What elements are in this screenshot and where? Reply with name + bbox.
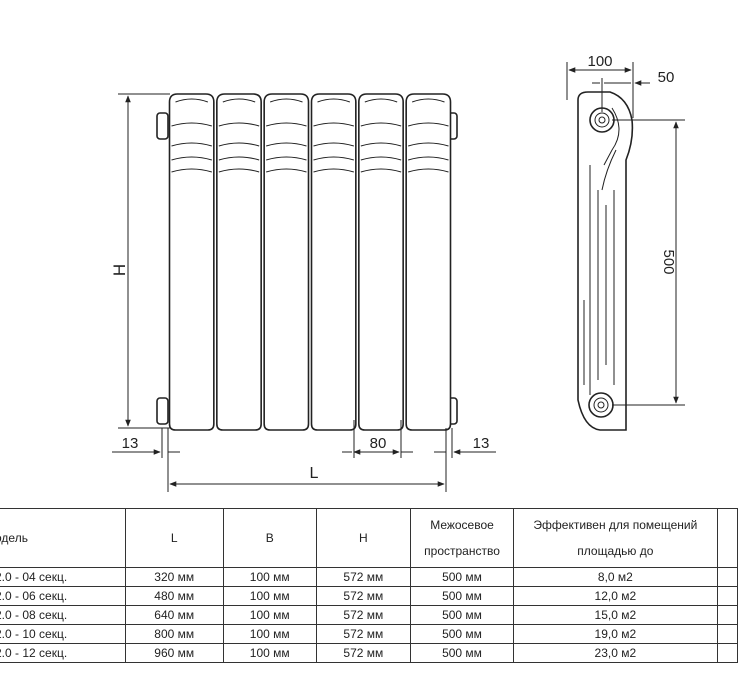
right-gap-dimension: 13	[434, 428, 496, 492]
header-model: одель	[0, 508, 126, 568]
section-width-dimension: 80	[342, 420, 413, 458]
axis-label: 500	[660, 249, 677, 274]
front-view	[156, 93, 458, 431]
bottom-port	[588, 392, 614, 418]
side-profile	[577, 91, 634, 431]
axis-dimension: 500	[612, 119, 685, 406]
radiator-section	[168, 93, 215, 431]
table-row: 2.0 - 04 секц. 320 мм 100 мм 572 мм 500 …	[0, 567, 739, 587]
radiator-section	[216, 93, 262, 431]
radiator-section	[358, 93, 404, 431]
header-B: B	[222, 508, 317, 568]
right-gap-label: 13	[473, 435, 490, 452]
header-L: L	[124, 508, 224, 568]
left-gap-label: 13	[122, 435, 139, 452]
section-width-label: 80	[370, 435, 387, 452]
radiator-section	[405, 93, 452, 431]
depth-dimension: 100	[566, 53, 634, 118]
length-label: L	[310, 465, 319, 482]
spec-table: одель L B H Межосевое пространство Эффек…	[0, 508, 739, 663]
bottom-left-plug	[156, 397, 169, 425]
height-label: H	[110, 264, 129, 276]
table-row: 2.0 - 12 секц. 960 мм 100 мм 572 мм 500 …	[0, 643, 739, 663]
header-H: H	[315, 508, 412, 568]
radiator-sections	[168, 93, 452, 431]
technical-drawing: H 13 80 13 L	[110, 53, 685, 492]
offset-dimension: 50	[592, 69, 674, 112]
table-header-row: одель L B H Межосевое пространство Эффек…	[0, 508, 739, 568]
header-axis: Межосевое пространство	[410, 508, 514, 568]
radiator-section	[263, 93, 310, 431]
left-gap-dimension: 13	[112, 428, 180, 492]
height-dimension: H	[110, 93, 170, 429]
radiator-section	[310, 93, 357, 431]
header-area: Эффективен для помещений площадью до	[512, 508, 718, 568]
table-row: 2.0 - 08 секц. 640 мм 100 мм 572 мм 500 …	[0, 605, 739, 625]
depth-label: 100	[587, 53, 612, 70]
side-view	[577, 91, 634, 431]
table-row: 2.0 - 06 секц. 480 мм 100 мм 572 мм 500 …	[0, 586, 739, 606]
table-row: 2.0 - 10 секц. 800 мм 100 мм 572 мм 500 …	[0, 624, 739, 644]
top-left-plug	[156, 112, 169, 140]
offset-label: 50	[658, 69, 675, 86]
length-dimension: L	[169, 465, 445, 487]
header-extra	[716, 508, 739, 568]
